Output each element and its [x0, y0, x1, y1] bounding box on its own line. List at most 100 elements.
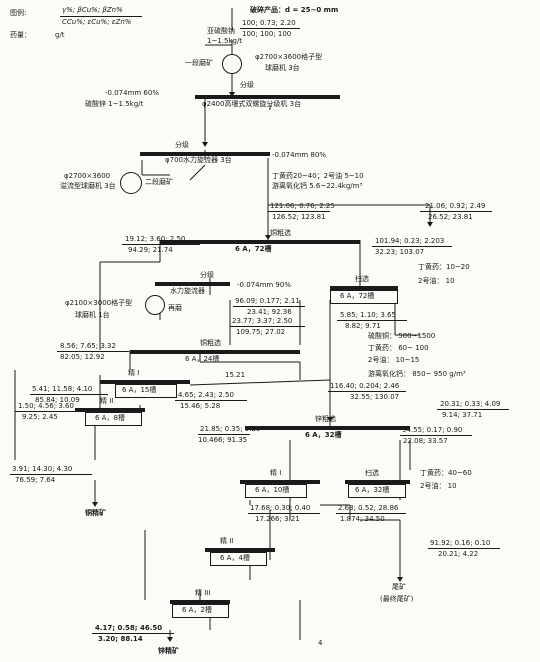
zn-rougher-left-bot: 10.466; 91.35: [198, 436, 248, 444]
tailings-label-2: (最终尾矿): [380, 595, 414, 603]
stage1-classify-label: 分级: [240, 81, 254, 89]
stage2-mill-desc-2: 溢流型球磨机 3台: [60, 182, 116, 190]
zn-scav-tail-line: [428, 548, 500, 549]
zn-scav-tail-top: 91.92; 0.16; 0.10: [430, 539, 491, 547]
cu-rougher-left-top: 19.12; 3.60; 2.50: [125, 235, 186, 243]
cu-scav-reagent-1: 丁黄药：10~20: [418, 263, 470, 271]
cu-rough2-v-bot: 82.05; 12.92: [60, 353, 105, 361]
cu-rougher-right-line: [372, 246, 452, 247]
stage2-mill-label: 二段磨矿: [145, 178, 173, 186]
regrind-cyclone: 水力旋流器: [170, 287, 205, 295]
feed-values-top: 100; 0.73; 2.20: [242, 19, 296, 27]
cu-rough2-cells: 6 A，24槽: [185, 355, 220, 363]
zn-scav-label: 扫选: [365, 469, 379, 477]
zn-clean1-cells: 6 A，10槽: [255, 486, 290, 494]
zn-clean1-label: 精 I: [270, 469, 282, 477]
regrind-mill-1: φ2100×3000格子型: [65, 299, 133, 307]
cu-rough2-v-top: 8.56; 7.65; 3.32: [60, 342, 116, 350]
zn-clean2-cells: 6 A，4槽: [220, 554, 250, 562]
zn-scav-v-top: 2.63; 0.52; 28.86: [338, 504, 399, 512]
cu-clean2-bar: [75, 408, 145, 412]
zn-clean3-label: 精 III: [195, 589, 211, 597]
feed-fraction-line: [240, 28, 300, 29]
stage1-reagent-name: 亚硫酸钠: [207, 27, 235, 35]
stage2-left-line: [268, 211, 330, 212]
regrind-v2-line: [230, 326, 305, 327]
stage1-mill-desc-1: φ2700×3600格子型: [255, 53, 323, 61]
zn-conc-v-top: 4.17; 0.58; 46.50: [95, 624, 163, 632]
stage2-classify-label: 分级: [175, 141, 189, 149]
cu-clean1-v-line: [30, 394, 108, 395]
regrind-v1-line: [233, 306, 305, 307]
zn-scav-reagent-2: 2号油： 10: [420, 482, 457, 490]
cu-clean2-v-line: [15, 411, 77, 412]
stage2-mill-icon: [120, 172, 142, 194]
regrind-v2-bot: 109.75; 27.02: [236, 328, 286, 336]
cu-clean1-bar: [100, 380, 190, 384]
zn-rougher-right-line: [400, 435, 472, 436]
zn-reagent-2: 丁黄药： 60~ 100: [368, 344, 429, 352]
regrind-cyclone-bar: [155, 282, 230, 286]
zn-feed-v-bot: 32.55; 130.07: [350, 393, 400, 401]
zn-rougher-bar: [245, 426, 410, 430]
stage1-reagent-dose: 1~1.5kg/t: [207, 37, 243, 45]
zn-reagent-4: 游离氧化钙： 850~ 950 g/m³: [368, 370, 466, 378]
stage2-reagents-2: 游离氧化钙 5.6~22.4kg/m³: [272, 182, 363, 190]
zn-rougher-right-top: 94.55; 0.17; 0.90: [402, 426, 463, 434]
zn-clean1-v-bot: 17.266; 3.21: [255, 515, 300, 523]
zn-feed-v-top: 116.40; 0.204; 2.46: [330, 382, 400, 390]
cu-conc-v-bot: 76.59; 7.64: [15, 476, 56, 484]
legend-dosage-unit: g/t: [55, 31, 65, 39]
zn-clean1-bar: [240, 480, 320, 484]
cu-rougher-left-line: [122, 244, 200, 245]
cu-rough2-label: 铜粗选: [200, 339, 221, 347]
zn-clean3-bar: [170, 600, 230, 604]
legend-title: 图例:: [10, 9, 27, 17]
zn-clean3-cell-box: [172, 604, 229, 618]
stage2-right-line: [420, 211, 492, 212]
cu-conc-v-top: 3.91; 14.30; 4.30: [12, 465, 73, 473]
cu-scav-v-line: [337, 320, 407, 321]
zn-conc-v-bot: 3.20; 88.14: [98, 635, 143, 643]
cu-rougher-label: 铜粗选: [270, 229, 291, 237]
regrind-classify-label: 分级: [200, 271, 214, 279]
zn-feed-v-line: [328, 391, 406, 392]
zn-scav-cell-box: [348, 484, 406, 498]
zn-clean2-bar: [205, 548, 275, 552]
zn-clean1-v-line: [248, 513, 320, 514]
cu-rougher-bar: [160, 240, 360, 244]
zn-rougher-label: 锌粗选: [315, 415, 336, 423]
zn-scav-cells: 6 A，32槽: [355, 486, 390, 494]
stage1-size-text: -0.074mm 60%: [105, 89, 159, 97]
zn-rougher-left-line: [198, 434, 250, 435]
legend-row1: γ%; βCu%; βZn%: [62, 6, 123, 14]
zn-clean3-cells: 6 A，2槽: [182, 606, 212, 614]
stage2-left-values-top: 121.06; 0.76; 2.25: [270, 202, 335, 210]
stage2-cyclone: φ700水力旋流器 3台: [165, 156, 232, 164]
cu-clean2-label: 精 II: [100, 397, 114, 405]
zn-feed-v2-top: 20.31; 0.33; 4.09: [440, 400, 501, 408]
stage2-size-text: -0.074mm 80%: [272, 151, 326, 159]
zn-scav-bar: [345, 480, 410, 484]
cu-clean1-v-bot: 85.84; 10.09: [35, 396, 80, 404]
cu-rougher-cells: 6 A，72槽: [235, 245, 272, 253]
cu-rougher-right-bot: 32.23; 103.07: [375, 248, 425, 256]
legend-row2: CCu%; εCu%; εZn%: [62, 18, 132, 26]
cu-scav-reagent-2: 2号油： 10: [418, 277, 455, 285]
zn-clean2-cell-box: [210, 552, 267, 566]
regrind-size-text: -0.074mm 90%: [237, 281, 291, 289]
cu-scav-v-bot: 8.82; 9.71: [345, 322, 381, 330]
zn-reagent-3: 2号油： 10~15: [368, 356, 420, 364]
stage1-mill-icon: [222, 54, 242, 74]
cu-rougher-right-top: 101.94; 0.23; 2.203: [375, 237, 445, 245]
cu-rough2-v-line: [57, 351, 129, 352]
stage2-mill-desc-1: φ2700×3600: [64, 172, 111, 180]
cu-clean1-recycle: 15.21: [225, 371, 246, 379]
zn-rougher-right-bot: 22.08; 33.57: [403, 437, 448, 445]
feed-label: 破碎产品：d = 25~0 mm: [250, 6, 339, 14]
cu-scav-label: 扫选: [355, 275, 369, 283]
stage2-reagents-1: 丁黄药20~40；2号油 5~10: [272, 172, 364, 180]
zn-scav-v-line: [336, 513, 406, 514]
cu-clean1-v-top: 5.41; 11.58; 4.10: [32, 385, 93, 393]
